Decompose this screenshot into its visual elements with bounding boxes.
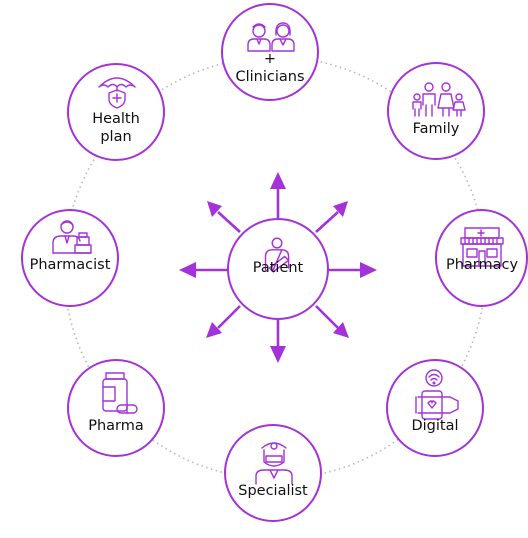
node-pharma-label: Pharma bbox=[88, 418, 144, 434]
arrow-up-head bbox=[270, 172, 286, 189]
node-clinicians-label: + Clinicians bbox=[235, 51, 305, 85]
node-pharmacist: Pharmacist bbox=[21, 209, 119, 307]
node-health-plan-label: Health plan bbox=[92, 111, 140, 145]
node-pharmacist-label: Pharmacist bbox=[29, 257, 111, 273]
doctors-icon bbox=[247, 22, 295, 52]
family-icon bbox=[412, 82, 466, 117]
center-node-patient: Patient bbox=[227, 218, 329, 320]
node-clinicians: + Clinicians bbox=[221, 3, 319, 101]
wearable-device-icon bbox=[415, 369, 459, 420]
center-label: Patient bbox=[252, 260, 304, 276]
pharmacist-icon bbox=[52, 220, 92, 254]
arrow-up-right bbox=[315, 211, 339, 233]
node-pharmacy-label: Pharmacy bbox=[445, 257, 519, 273]
node-specialist-label: Specialist bbox=[238, 483, 308, 499]
node-digital-label: Digital bbox=[411, 418, 459, 434]
node-digital: Digital bbox=[386, 359, 484, 457]
pharmacy-store-icon bbox=[460, 227, 504, 267]
node-health-plan: Health plan bbox=[67, 63, 165, 161]
arrow-up-right-head bbox=[333, 201, 348, 217]
outward-arrows bbox=[179, 172, 377, 363]
patient-arm-sling-icon bbox=[264, 237, 290, 273]
arrow-right-head bbox=[360, 262, 377, 278]
pill-bottle-icon bbox=[102, 372, 138, 414]
arrow-down-head bbox=[270, 346, 286, 363]
arrow-down-left-head bbox=[206, 322, 222, 338]
arrow-up-left bbox=[217, 211, 241, 233]
arrow-up-left-head bbox=[207, 201, 222, 217]
umbrella-shield-icon bbox=[98, 77, 136, 109]
node-specialist: Specialist bbox=[224, 424, 322, 522]
arrow-down-right-head bbox=[333, 322, 349, 338]
node-family: Family bbox=[387, 62, 485, 160]
arrow-left-head bbox=[179, 262, 196, 278]
arrow-down-right bbox=[315, 305, 339, 329]
node-family-label: Family bbox=[412, 121, 460, 137]
node-pharma: Pharma bbox=[67, 359, 165, 457]
arrow-down-left bbox=[217, 305, 241, 329]
specialist-doctor-icon bbox=[255, 442, 293, 485]
node-pharmacy: Pharmacy bbox=[435, 209, 528, 307]
